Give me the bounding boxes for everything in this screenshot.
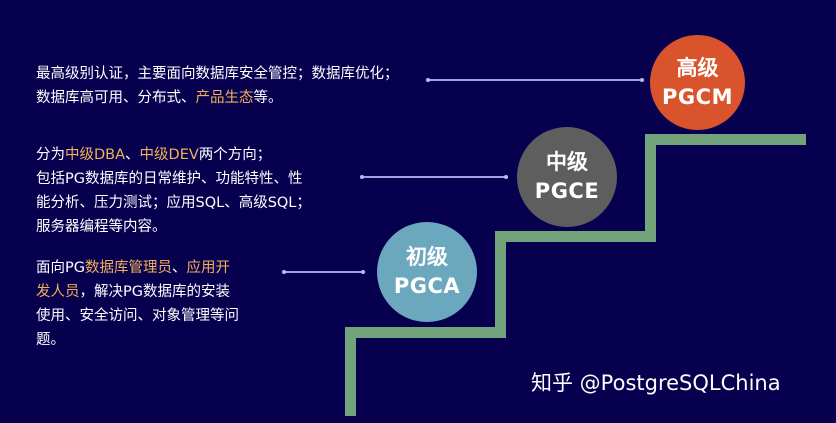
- text-segment: 包括PG数据库的日常维护、功能特性、性: [36, 171, 303, 187]
- pgca-badge: 初级 PGCA: [377, 222, 477, 322]
- pgce-description: 分为中级DBA、中级DEV两个方向； 包括PG数据库的日常维护、功能特性、性能分析…: [36, 143, 311, 239]
- highlighted-text: 中级DBA: [65, 147, 126, 163]
- pgcm-description: 最高级别认证，主要面向数据库安全管控；数据库优化； 数据库高可用、分布式、产品生态…: [36, 62, 399, 110]
- pgcm-description-line: 数据库高可用、分布式、产品生态等。: [36, 86, 399, 110]
- text-segment: 最高级别认证，主要面向数据库安全管控；数据库优化；: [36, 66, 399, 82]
- text-segment: 分为: [36, 147, 65, 163]
- pgcm-badge: 高级 PGCM: [650, 35, 745, 130]
- highlighted-text: 数据库管理员: [84, 260, 172, 276]
- pgce-description-line: 包括PG数据库的日常维护、功能特性、性: [36, 167, 311, 191]
- text-segment: 使用、安全访问、对象管理等问: [36, 308, 239, 324]
- staircase-top-vertical: [645, 134, 656, 242]
- pgcm-level-label: 高级: [676, 55, 719, 80]
- highlighted-text: 应用开: [186, 260, 230, 276]
- highlighted-text: 产品生态: [195, 90, 254, 106]
- staircase-bottom-vertical: [345, 327, 356, 416]
- text-segment: 两个方向；: [198, 147, 272, 163]
- text-segment: 等。: [253, 90, 283, 106]
- pgca-connector-line: [282, 269, 365, 273]
- text-segment: 能分析、压力测试；应用SQL、高级SQL；: [36, 195, 311, 211]
- pgce-description-line: 分为中级DBA、中级DEV两个方向；: [36, 143, 311, 167]
- text-segment: 、: [171, 260, 187, 276]
- staircase-top-horizontal: [645, 134, 806, 145]
- text-segment: ，解决PG数据库的安装: [79, 284, 230, 300]
- text-segment: 、: [125, 147, 140, 163]
- pgcm-connector-line: [426, 77, 644, 81]
- pgca-description-line: 面向PG数据库管理员、应用开: [36, 256, 239, 280]
- pgca-code: PGCA: [393, 274, 461, 298]
- pgca-description-line: 发人员，解决PG数据库的安装: [36, 280, 239, 304]
- pgce-code: PGCE: [534, 179, 600, 203]
- pgce-badge: 中级 PGCE: [517, 127, 617, 227]
- staircase-middle-horizontal: [495, 231, 656, 242]
- pgcm-description-line: 最高级别认证，主要面向数据库安全管控；数据库优化；: [36, 62, 399, 86]
- highlighted-text: 中级DEV: [139, 147, 199, 163]
- text-segment: 题。: [36, 332, 65, 348]
- pgca-description-line: 使用、安全访问、对象管理等问: [36, 304, 239, 328]
- pgce-connector-line: [360, 174, 508, 178]
- text-segment: 面向PG: [36, 260, 85, 276]
- staircase-bottom-horizontal: [345, 327, 506, 338]
- pgce-description-line: 能分析、压力测试；应用SQL、高级SQL；: [36, 191, 311, 215]
- pgce-description-line: 服务器编程等内容。: [36, 215, 311, 239]
- pgca-description: 面向PG数据库管理员、应用开发人员，解决PG数据库的安装使用、安全访问、对象管理…: [36, 256, 239, 352]
- pgca-description-line: 题。: [36, 328, 239, 352]
- pgce-level-label: 中级: [546, 150, 588, 174]
- highlighted-text: 发人员: [36, 284, 80, 300]
- text-segment: 服务器编程等内容。: [36, 219, 167, 235]
- staircase-middle-vertical: [495, 231, 506, 338]
- text-segment: 数据库高可用、分布式、: [36, 90, 196, 106]
- pgca-level-label: 初级: [406, 245, 448, 269]
- pgcm-code: PGCM: [662, 84, 733, 109]
- watermark: 知乎 @PostgreSQLChina: [531, 371, 781, 395]
